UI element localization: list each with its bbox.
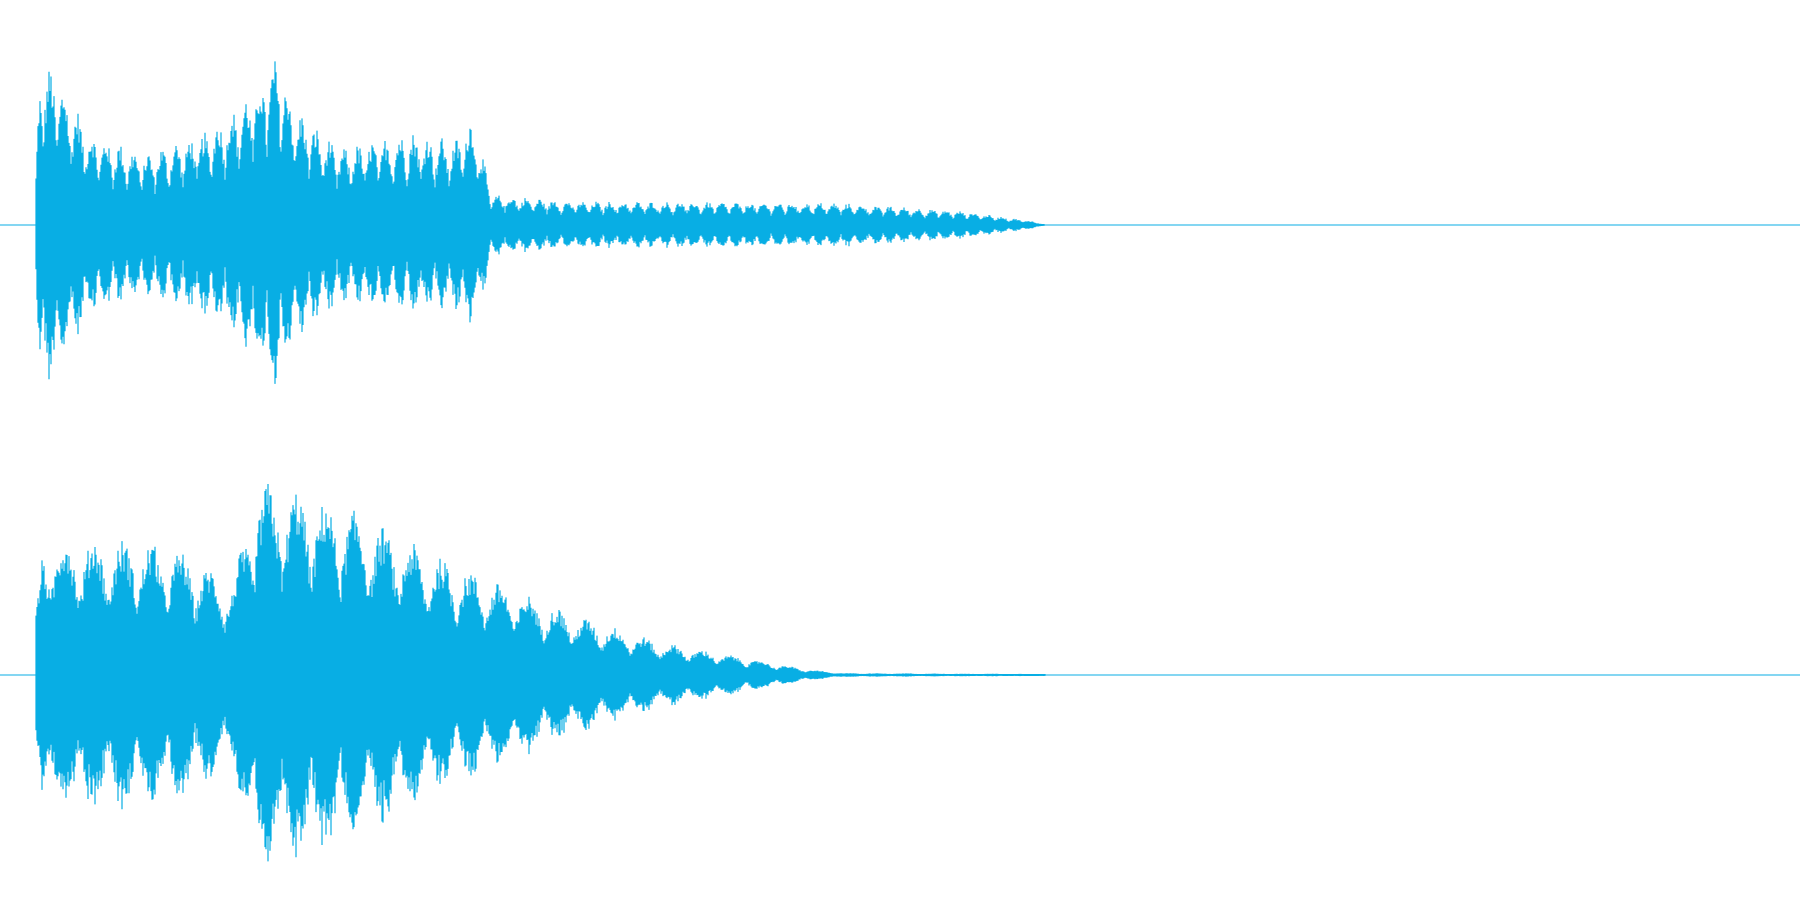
waveform-shape-bottom — [35, 484, 1046, 862]
waveform-channel-top — [0, 61, 1800, 384]
waveform-channel-bottom — [0, 484, 1800, 862]
waveform-shape-top — [35, 61, 1045, 384]
